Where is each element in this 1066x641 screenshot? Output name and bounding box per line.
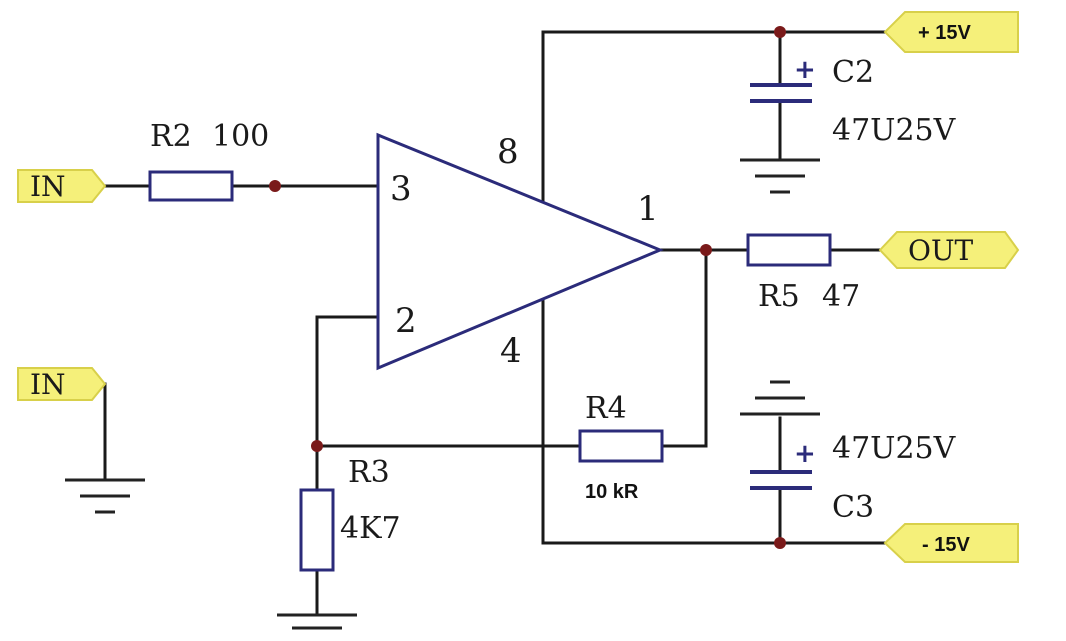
r2-value: 100 [212, 119, 269, 154]
opamp-pin1-label: 1 [637, 189, 659, 229]
r2-name: R2 [150, 119, 192, 154]
c3-polarity-icon: + [794, 439, 816, 469]
port-vplus-label: + 15V [918, 22, 971, 44]
ground-r3-icon [277, 613, 357, 630]
wires [103, 30, 887, 617]
c2-polarity-icon: + [794, 55, 816, 85]
ground-in-icon [65, 478, 145, 514]
junction-dot [774, 537, 786, 549]
r4-value: 10 kR [585, 481, 639, 503]
r5-value: 47 [822, 279, 860, 314]
r4-resistor [578, 429, 664, 463]
port-out[interactable]: OUT [878, 231, 1020, 269]
port-in-bottom[interactable]: IN [17, 367, 107, 401]
c3-name: C3 [832, 490, 874, 525]
port-vminus[interactable]: - 15V [883, 523, 1019, 563]
r3-resistor [299, 488, 335, 572]
r3-name: R3 [348, 455, 390, 490]
opamp-pin4-label: 4 [500, 331, 522, 371]
junction-dot [700, 244, 712, 256]
opamp-pin8-label: 8 [497, 132, 519, 172]
r4-name: R4 [585, 391, 627, 426]
junction-dot [774, 26, 786, 38]
ground-c3-icon [740, 380, 820, 416]
junction-dot [269, 180, 281, 192]
port-out-label: OUT [908, 234, 974, 267]
r5-resistor [746, 233, 832, 267]
port-vminus-label: - 15V [922, 534, 970, 556]
c2-name: C2 [832, 55, 874, 90]
r2-resistor [148, 170, 234, 202]
c2-capacitor [750, 83, 812, 103]
port-in-top-label: IN [30, 170, 66, 203]
opamp-pin2-label: 2 [395, 301, 417, 341]
port-in-bottom-label: IN [30, 368, 66, 401]
c2-value: 47U25V [832, 113, 957, 148]
c3-value: 47U25V [832, 431, 957, 466]
port-in-top[interactable]: IN [17, 169, 107, 203]
port-vplus[interactable]: + 15V [883, 11, 1019, 53]
ground-c2-icon [740, 158, 820, 194]
opamp-pin3-label: 3 [390, 169, 412, 209]
junction-dot [311, 440, 323, 452]
r5-name: R5 [758, 279, 800, 314]
r3-value: 4K7 [340, 511, 401, 546]
c3-capacitor [750, 470, 812, 490]
opamp-triangle [376, 132, 664, 371]
